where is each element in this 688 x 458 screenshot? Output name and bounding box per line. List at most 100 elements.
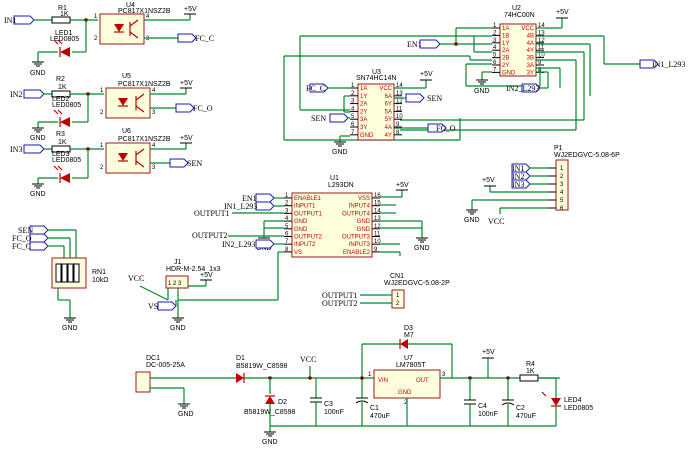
led3-symbol (60, 173, 70, 183)
u3pins-pin-right-3: 5A (385, 109, 392, 115)
u4-ref: U4 (126, 2, 135, 9)
u2pins-pinnum-right-2: 12 (538, 38, 545, 44)
cn1-body (391, 289, 405, 309)
dc1-jack (135, 371, 151, 393)
u2pins-pin-left-3: 2A (502, 48, 509, 54)
svg-text:470uF: 470uF (516, 413, 536, 420)
svg-text:3: 3 (146, 36, 150, 42)
u3pins-pinnum-right-2: 12 (396, 99, 403, 105)
net-label-fc-o-3: FC_O (12, 234, 32, 243)
u3pins-pinnum-left-0: 1 (351, 83, 355, 89)
u2pins-pinnum-left-6: 7 (493, 67, 497, 73)
u2pins-pin-left-1: 1B (502, 33, 509, 39)
svg-text:2: 2 (404, 400, 408, 406)
svg-text:3: 3 (152, 110, 156, 116)
u3pins-pin-left-1: 1Y (360, 94, 367, 100)
u2pins-pin-right-6: 3Y (527, 70, 534, 76)
svg-text:470uF: 470uF (370, 413, 390, 420)
svg-text:PC817X1NSZ2B: PC817X1NSZ2B (118, 81, 171, 88)
svg-text:C1: C1 (370, 405, 379, 412)
u2pins-pinnum-right-1: 13 (538, 30, 545, 36)
cn1-connector-block: CN1 WJ2EDGVC-5.08-2P 1 2 OUTPUT1 OUTPUT2 (322, 273, 450, 309)
svg-text:3: 3 (442, 372, 446, 378)
u1pins-pinnum-left-0: 1 (285, 193, 289, 199)
svg-text:DC-005-25A: DC-005-25A (146, 362, 185, 369)
u3pins-pin-right-2: 6Y (385, 102, 392, 108)
u3pins-pin-left-3: 2Y (360, 109, 367, 115)
u3pins-pinnum-left-1: 2 (351, 91, 355, 97)
svg-text:PC817X1NSZ2B: PC817X1NSZ2B (118, 136, 171, 143)
svg-text:GND: GND (464, 217, 480, 224)
u3pins-pinnum-right-1: 13 (396, 91, 403, 97)
svg-text:B5819W_C8598: B5819W_C8598 (244, 409, 295, 416)
opto-u5-body (105, 87, 151, 119)
u1pins-pin-right-2: OUTPUT4 (342, 211, 371, 217)
u1pins-pinnum-right-2: 14 (374, 208, 381, 214)
resistor-r4 (519, 374, 539, 382)
net-label-output2-2: OUTPUT2 (322, 299, 358, 308)
u3pins-pinnum-left-5: 6 (351, 122, 355, 128)
u3pins-pinnum-left-2: 3 (351, 99, 355, 105)
u1pins-pin-right-6: INPUT3 (349, 242, 371, 248)
svg-text:R4: R4 (526, 361, 535, 368)
vcc-label-psu: VCC (300, 355, 316, 364)
svg-text:L293DN: L293DN (328, 182, 354, 189)
u2pins-pin-left-0: 1A (502, 26, 509, 32)
u2pins-pin-right-4: 3B (527, 56, 534, 62)
svg-text:D1: D1 (236, 355, 245, 362)
u3pins-pinnum-left-4: 5 (351, 114, 355, 120)
svg-text:J1: J1 (174, 259, 182, 266)
svg-text:1K: 1K (58, 84, 67, 91)
j1-body (165, 275, 189, 289)
svg-text:B5819W_C8598: B5819W_C8598 (236, 363, 287, 370)
svg-text:4: 4 (152, 143, 156, 149)
u3pins-pin-right-4: 5Y (385, 117, 392, 123)
u1pins-pinnum-left-2: 3 (285, 208, 289, 214)
u3pins-pinnum-right-6: 8 (396, 130, 400, 136)
svg-text:1: 1 (94, 14, 98, 20)
net-label-in1: IN1 (4, 16, 16, 25)
u3pins-pin-left-2: 2A (360, 102, 367, 108)
svg-text:2: 2 (100, 165, 104, 171)
gnd-label-u4: GND (30, 70, 46, 77)
u2pins-pinnum-left-1: 2 (493, 30, 497, 36)
svg-text:+5V: +5V (180, 135, 193, 142)
u2pins-pinnum-left-2: 3 (493, 38, 497, 44)
u3pins-pinnum-right-3: 11 (396, 106, 403, 112)
j1-header-block: 1 2 3 J1 HDR-M-2.54_1x3 VCC +5V VS GND (128, 259, 221, 332)
u1pins-pin-right-4: GND (357, 227, 371, 233)
net-label-fc-o-2: FC_O (436, 124, 456, 133)
u1pins-pin-right-5: OUTPUT3 (342, 235, 371, 241)
u2pins-pin-right-0: VCC (521, 26, 534, 32)
svg-text:4: 4 (146, 14, 150, 20)
net-label-fc-c-2: FC_C (306, 84, 325, 93)
u3pins-pin-right-5: 4A (385, 125, 392, 131)
net-label-in2: IN2 (10, 90, 22, 99)
svg-text:GND: GND (62, 325, 78, 332)
svg-text:DC1: DC1 (146, 355, 160, 362)
u3pins-pin-left-0: 1A (360, 86, 367, 92)
u1pins-pin-left-4: GND (294, 227, 308, 233)
svg-text:+5V: +5V (180, 80, 193, 87)
u1pins-pinnum-left-6: 7 (285, 239, 289, 245)
u2pins-pin-left-6: GND (502, 70, 516, 76)
d2-diode (265, 396, 275, 404)
u3pins-pinnum-right-0: 14 (396, 83, 403, 89)
u1pins-pin-left-5: OUTPUT2 (294, 235, 323, 241)
p1-pin-3: 3 (560, 182, 564, 188)
opto-u5-block: IN2 R2 1K LED2 LED0805 GND U5 PC817X1NSZ… (10, 73, 213, 142)
p1-pin-5: 5 (560, 198, 564, 204)
u2pins-pinnum-left-0: 1 (493, 23, 497, 29)
net-label-vs: VS (148, 302, 158, 311)
svg-text:1: 1 (100, 143, 104, 149)
u3pins-pinnum-left-3: 4 (351, 106, 355, 112)
u1pins-pinnum-left-3: 4 (285, 216, 289, 222)
p1-body (555, 159, 569, 211)
net-label-sen-2: SEN (427, 94, 442, 103)
svg-text:U3: U3 (372, 69, 381, 76)
svg-text:1: 1 (100, 88, 104, 94)
svg-text:1: 1 (368, 372, 372, 378)
net-label-fc-o-1: FC_O (193, 104, 213, 113)
u2pins-pinnum-left-5: 6 (493, 60, 497, 66)
